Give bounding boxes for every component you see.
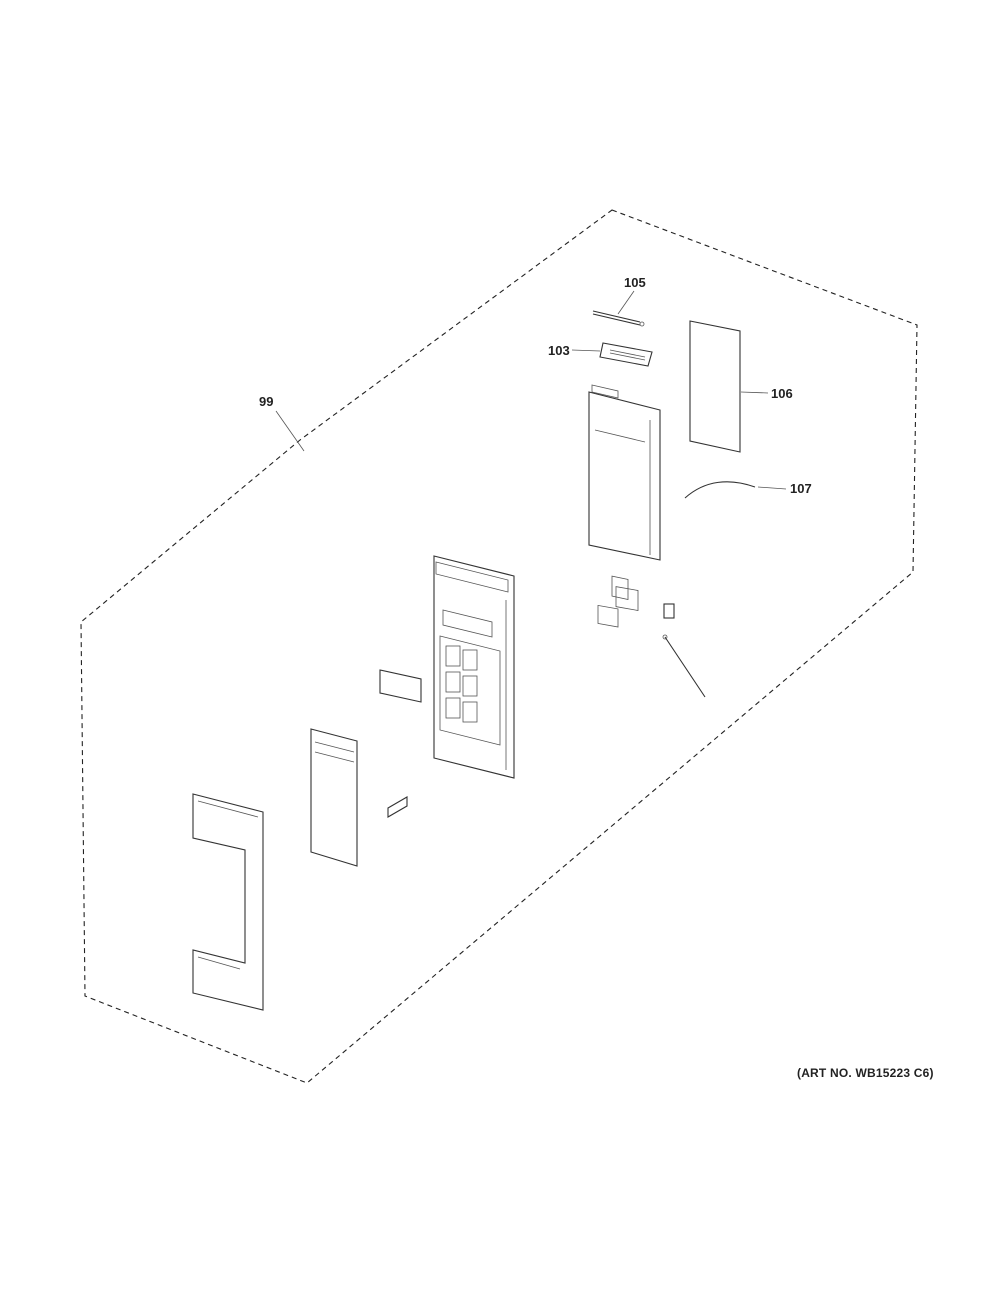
callout-105[interactable]: 105 — [624, 275, 646, 290]
part-106-panel[interactable] — [689, 320, 741, 453]
part-107-wire[interactable] — [684, 481, 756, 499]
callout-107[interactable]: 107 — [790, 481, 812, 496]
label-plate[interactable] — [379, 669, 422, 703]
control-board-assembly[interactable] — [588, 384, 661, 628]
callout-99[interactable]: 99 — [259, 394, 273, 409]
control-panel-frame[interactable] — [433, 555, 515, 779]
small-clip[interactable] — [387, 796, 408, 818]
leader-107 — [757, 486, 787, 490]
leader-105 — [617, 290, 635, 315]
callout-106[interactable]: 106 — [771, 386, 793, 401]
leader-103 — [571, 349, 601, 352]
art-number-label: (ART NO. WB15223 C6) — [797, 1066, 934, 1080]
leader-106 — [740, 391, 769, 394]
part-103-connector[interactable] — [599, 342, 653, 367]
assembly-boundary-99 — [80, 209, 918, 1084]
sensor-with-cable[interactable] — [662, 603, 706, 698]
leader-99 — [275, 410, 305, 452]
handle-trim-piece[interactable] — [192, 793, 264, 1011]
callout-103[interactable]: 103 — [548, 343, 570, 358]
part-105-harness[interactable] — [592, 310, 645, 327]
door-overlay-panel[interactable] — [310, 728, 358, 867]
